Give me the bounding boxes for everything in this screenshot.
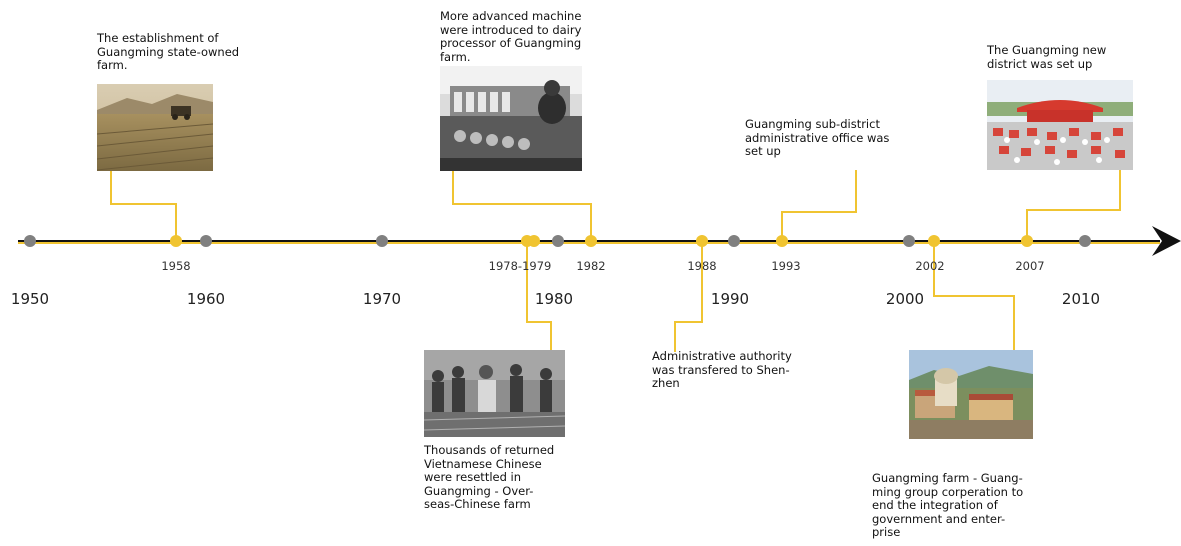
event-dot-1982 — [585, 235, 597, 247]
year-label-2007: 2007 — [1015, 259, 1044, 273]
town-buildings-photo — [909, 350, 1033, 439]
caption-line: zhen — [652, 376, 680, 390]
decade-label-2010: 2010 — [1062, 290, 1100, 308]
caption-line: farm. — [440, 49, 471, 64]
decade-label-1990: 1990 — [711, 290, 749, 308]
connector-1958 — [110, 171, 177, 241]
event-dot-1979 — [528, 235, 540, 247]
year-label-1982: 1982 — [576, 259, 605, 273]
caption-line: was transfered to Shen- — [652, 362, 790, 377]
caption-1958: The establishment of Guangming state-own… — [97, 31, 240, 73]
caption-line: administrative office was — [745, 130, 890, 145]
caption-line: Guangming sub-district — [745, 117, 880, 131]
year-label-2002: 2002 — [915, 259, 944, 273]
caption-line: Guangming state-owned — [97, 44, 240, 59]
caption-line: Administrative authority — [652, 349, 792, 363]
connector-1988 — [674, 241, 703, 352]
decade-label-1970: 1970 — [363, 290, 401, 308]
decade-label-2000: 2000 — [886, 290, 924, 308]
connector-1978 — [526, 241, 552, 350]
event-dot-1993 — [776, 235, 788, 247]
year-label-1958: 1958 — [161, 259, 190, 273]
crowd-resettlement-photo — [424, 350, 565, 437]
gray-dot — [200, 235, 212, 247]
ceremony-photo — [987, 80, 1133, 170]
caption-line: ming group corperation to — [872, 484, 1024, 499]
dairy-machine-photo — [440, 66, 582, 171]
event-dots — [170, 235, 1033, 247]
decade-label-1950: 1950 — [11, 290, 49, 308]
caption-1993: Guangming sub-district administrative of… — [745, 117, 890, 159]
caption-line: Vietnamese Chinese — [424, 456, 542, 471]
caption-line: Guangming farm - Guang- — [872, 471, 1023, 485]
caption-line: The Guangming new — [987, 43, 1107, 57]
gray-dot — [728, 235, 740, 247]
gray-dot — [552, 235, 564, 247]
connectors — [110, 170, 1121, 352]
year-label-1988: 1988 — [687, 259, 716, 273]
year-label-1993: 1993 — [771, 259, 800, 273]
year-label-1978: 1978-1979 — [489, 259, 552, 273]
connector-2002 — [933, 241, 1015, 350]
connector-2007 — [1026, 170, 1121, 241]
caption-2007: The Guangming new district was set up — [987, 43, 1107, 71]
event-dot-1988 — [696, 235, 708, 247]
caption-line: prise — [872, 525, 901, 539]
caption-line: were introduced to dairy — [440, 22, 582, 37]
gray-dot — [903, 235, 915, 247]
caption-line: set up — [745, 144, 781, 158]
caption-1982: More advanced machine were introduced to… — [440, 9, 582, 64]
caption-line: government and enter- — [872, 511, 1006, 526]
harvest-field-photo — [97, 84, 213, 171]
timeline-arrow-icon — [1152, 226, 1181, 256]
caption-line: end the integration of — [872, 498, 998, 512]
gray-dot — [376, 235, 388, 247]
caption-line: farm. — [97, 58, 128, 72]
event-dot-2002 — [928, 235, 940, 247]
caption-1988: Administrative authority was transfered … — [652, 349, 792, 391]
decade-label-1980: 1980 — [535, 290, 573, 308]
caption-line: More advanced machine — [440, 9, 582, 23]
event-dot-1958 — [170, 235, 182, 247]
connector-1993 — [781, 170, 857, 241]
gray-dot — [1079, 235, 1091, 247]
connector-1982 — [452, 171, 592, 241]
caption-line: Guangming - Over- — [424, 483, 534, 498]
caption-line: district was set up — [987, 56, 1093, 71]
caption-line: seas-Chinese farm — [424, 497, 531, 511]
caption-1978: Thousands of returned Vietnamese Chinese… — [424, 443, 555, 512]
caption-line: processor of Guangming — [440, 36, 582, 50]
caption-line: Thousands of returned — [424, 443, 555, 457]
event-dot-2007 — [1021, 235, 1033, 247]
caption-2002: Guangming farm - Guang- ming group corpe… — [872, 471, 1024, 540]
gray-dot — [24, 235, 36, 247]
decade-dots — [24, 235, 1091, 247]
decade-label-1960: 1960 — [187, 290, 225, 308]
caption-line: were resettled in — [424, 470, 522, 484]
caption-line: The establishment of — [97, 31, 219, 45]
